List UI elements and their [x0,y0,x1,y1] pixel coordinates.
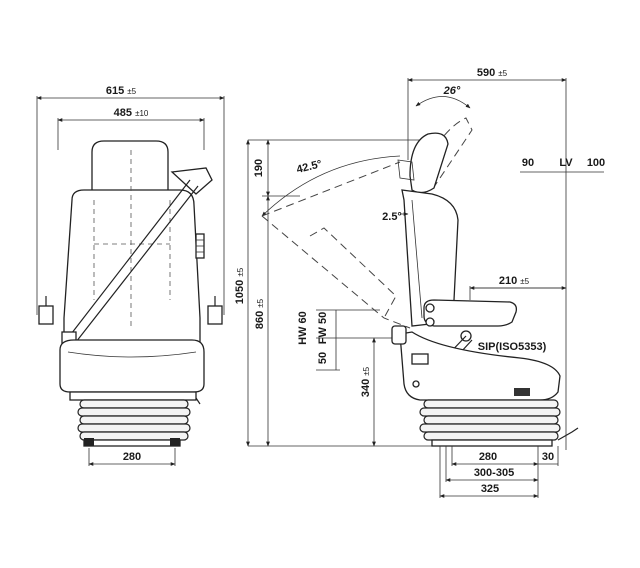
front-view: 615 ±5 485 ±10 [36,85,225,466]
front-backrest [63,189,201,346]
mount-foot [84,438,94,446]
dim-590-label: 590 ±5 [477,67,508,79]
front-base-plate [83,439,181,447]
side-lever [391,325,407,345]
cushion-seam [67,351,197,358]
dim-1050-label: 1050 ±5 [234,267,246,304]
lever [195,397,201,405]
adjust-handle [514,388,530,396]
recline-arc [261,155,401,217]
front-base-frame [69,391,197,401]
dim-340-label: 340 ±5 [360,366,372,397]
backrest-seam [411,199,423,319]
armrest-pivot [425,303,435,313]
dim-485-label: 485 ±10 [114,107,149,119]
reclined-back-ghost [261,215,411,329]
headrest-angle-label: 26° [443,85,461,97]
armrest-pivot [425,317,435,327]
lv-label: LV [559,157,573,169]
seat-belt-strap [67,179,191,339]
dim-280-side-label: 280 [479,451,497,463]
front-headrest [91,140,169,193]
fw-label: FW 50 [317,312,329,344]
side-view: 190 1050 ±5 860 ±5 42.5° HW 60 FW 50 50 … [234,67,605,498]
side-seat-cushion [399,331,561,401]
seat-belt-strap [75,185,199,343]
dim-300-305-label: 300-305 [474,467,514,479]
side-suspension-bellows [419,399,561,441]
front-left-armrest [38,305,54,325]
dim-30-label: 30 [542,451,554,463]
control-knob [411,353,429,365]
belt-guide [170,167,213,195]
dim-860-label: 860 ±5 [254,298,266,329]
dim-210-label: 210 ±5 [499,275,530,287]
lv-back-label: 90 [522,157,534,169]
back-tilt-label: 2.5° [382,211,402,223]
fore-aft-lever [557,427,579,441]
sip-label: SIP(ISO5353) [478,341,547,353]
side-headrest [409,132,449,194]
backrest-angle-label: 42.5° [295,158,323,176]
reclined-back-ghost [261,161,401,217]
reclined-cushion-ghost [309,227,397,319]
side-armrest [423,299,518,327]
front-seat-cushion [59,339,205,393]
front-suspension-bellows [77,399,191,441]
dim-280-front-label: 280 [123,451,141,463]
headrest-tilt-arc [415,96,471,109]
dim-325-label: 325 [481,483,499,495]
belt-anchor-lower [412,380,420,388]
dim-190-label: 190 [253,159,265,177]
lv-front-label: 100 [587,157,605,169]
fw-extra-value: 50 [317,352,329,364]
front-right-armrest [207,305,223,325]
belt-anchor [397,159,415,181]
dim-615-label: 615 ±5 [106,85,137,97]
side-base-plate [431,439,553,447]
mount-foot [170,438,180,446]
hw-label: HW 60 [297,311,309,345]
